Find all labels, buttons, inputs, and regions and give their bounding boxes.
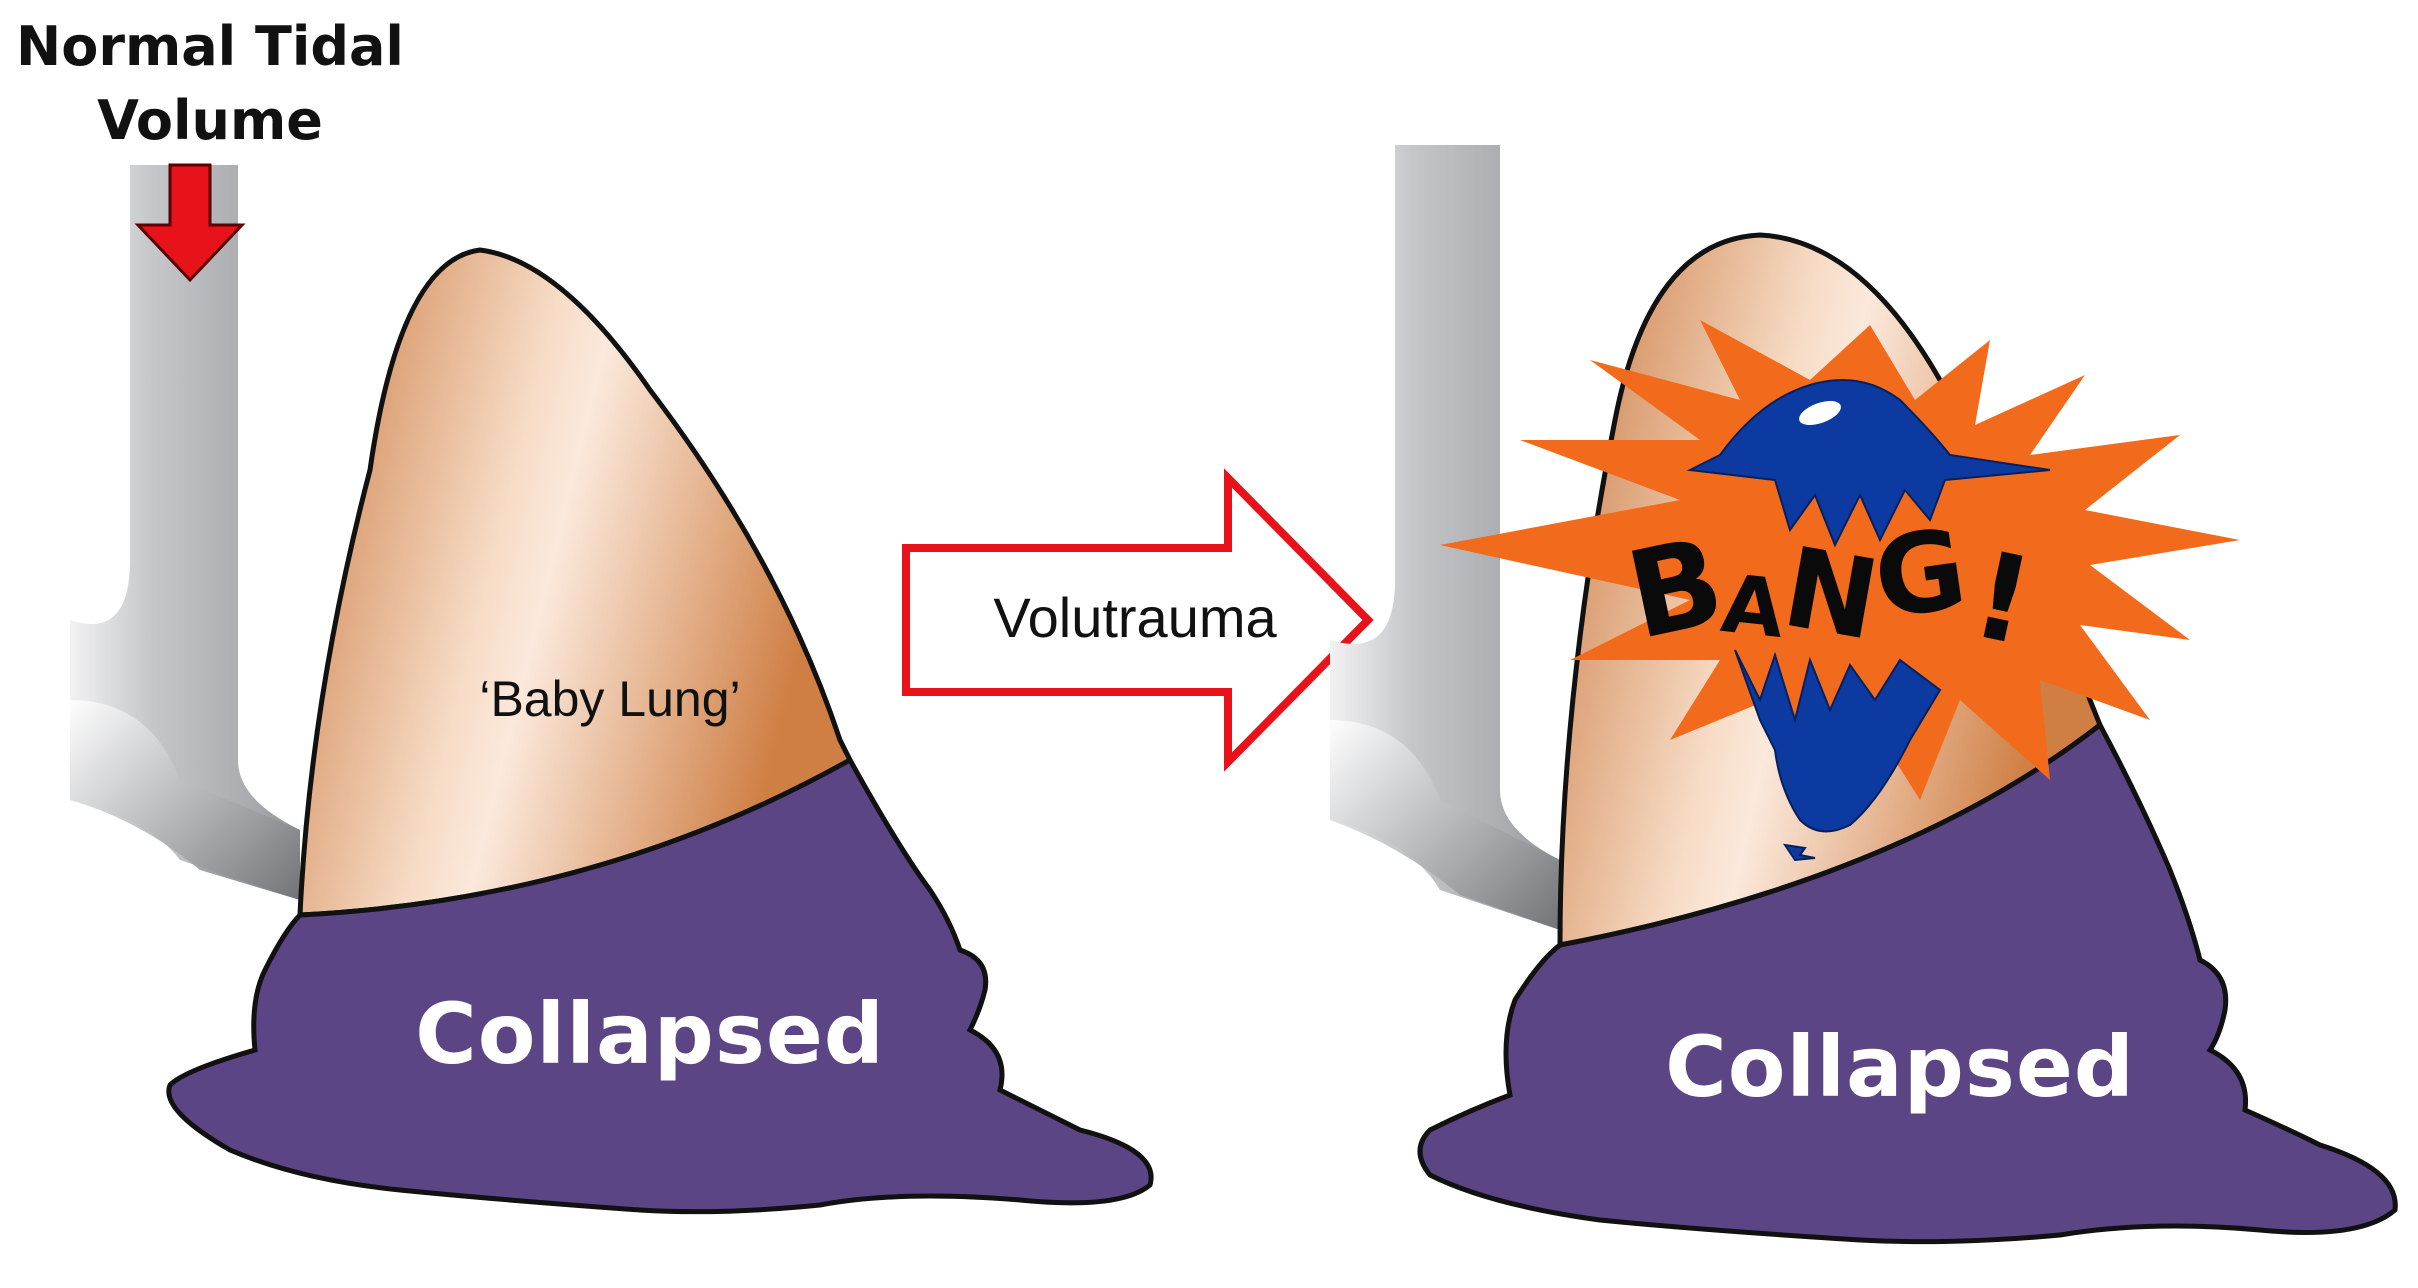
title-line-1: Normal Tidal: [16, 15, 404, 78]
right-collapsed-region: [1417, 721, 2398, 1245]
baby-lung-label: ‘Baby Lung’: [479, 671, 741, 727]
title-line-2: Volume: [97, 89, 323, 152]
right-airway: [1330, 145, 1560, 930]
popped-balloon-icon: [1686, 379, 2051, 862]
right-collapsed-label: Collapsed: [1665, 1018, 2135, 1116]
normal-tidal-volume-title: Normal Tidal Volume: [0, 10, 420, 158]
left-collapsed-label: Collapsed: [415, 985, 885, 1083]
left-collapsed-region: [166, 756, 1154, 1215]
left-lung-diagram: [70, 163, 1154, 1215]
right-lung-diagram: [1330, 145, 2398, 1245]
volutrauma-label: Volutrauma: [993, 586, 1277, 649]
bang-letter: G: [1866, 504, 1974, 644]
down-arrow-icon: [134, 163, 246, 283]
left-airway: [70, 165, 300, 900]
bang-letter: !: [1961, 525, 2044, 674]
burst-icon: [1440, 320, 2240, 800]
right-arrow-icon: [902, 468, 1374, 772]
